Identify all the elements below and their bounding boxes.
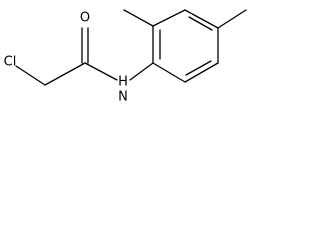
atom-labels: Cl O H N bbox=[4, 11, 128, 105]
chemical-structure: Cl O H N bbox=[4, 9, 247, 105]
ring-bond-6-1 bbox=[152, 62, 186, 83]
bond-para-methyl bbox=[217, 9, 247, 29]
chlorine-label: Cl bbox=[4, 55, 17, 70]
bond-ortho-methyl bbox=[123, 9, 154, 27]
ring-bond-3-4 bbox=[184, 9, 219, 29]
ring-inner-double-3 bbox=[185, 60, 212, 76]
oxygen-label: O bbox=[80, 11, 90, 26]
bonds bbox=[15, 9, 247, 86]
bond-carbonyl-nitrogen bbox=[84, 62, 118, 81]
ring-bond-5-6 bbox=[184, 62, 219, 83]
bond-cl-ch2 bbox=[15, 65, 46, 86]
bond-ch2-carbonyl bbox=[44, 62, 86, 86]
ring-inner-double-2 bbox=[188, 16, 213, 31]
ring-bond-2-3 bbox=[152, 9, 186, 27]
nitrogen-hydrogen-label: H bbox=[118, 75, 128, 90]
nitrogen-label: N bbox=[118, 90, 128, 105]
bond-nitrogen-ring bbox=[129, 62, 154, 81]
